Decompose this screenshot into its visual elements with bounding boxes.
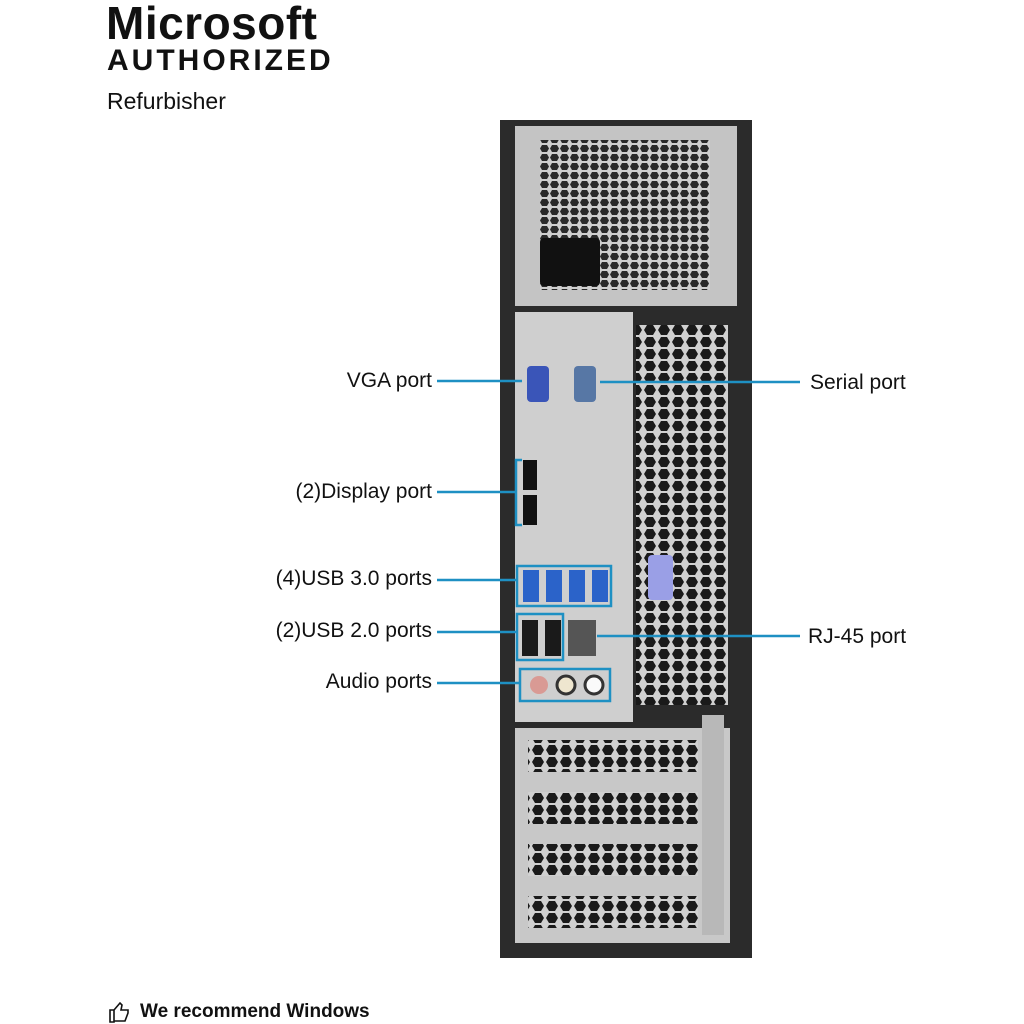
callout-display: (2)Display port — [295, 480, 432, 503]
power-socket — [540, 238, 600, 286]
callout-usb3: (4)USB 3.0 ports — [275, 567, 432, 590]
displayport-2 — [523, 495, 537, 525]
vent — [636, 325, 728, 705]
logo-microsoft: Microsoft — [106, 0, 318, 49]
callout-audio: Audio ports — [325, 670, 432, 693]
footer-text: We recommend Windows — [140, 1001, 370, 1022]
chassis — [500, 120, 752, 958]
vga-port — [527, 366, 549, 402]
usb2-ports — [522, 620, 561, 656]
usb3-ports — [523, 570, 608, 602]
ports — [522, 366, 608, 696]
callout-serial: Serial port — [810, 371, 906, 394]
rj45-port — [568, 620, 596, 656]
footer: We recommend Windows — [108, 1000, 370, 1024]
audio-port-mic — [530, 676, 548, 694]
callout-usb2: (2)USB 2.0 ports — [275, 619, 432, 642]
serial-port — [574, 366, 596, 402]
callout-vga: VGA port — [346, 369, 432, 392]
callout-lines — [437, 379, 800, 703]
logo-authorized: AUTHORIZED — [107, 44, 334, 77]
callout-rj45: RJ-45 port — [808, 625, 907, 648]
displayport-1 — [523, 460, 537, 490]
thumbs-up-icon — [109, 1001, 129, 1023]
logo-refurbisher: Refurbisher — [107, 88, 226, 114]
